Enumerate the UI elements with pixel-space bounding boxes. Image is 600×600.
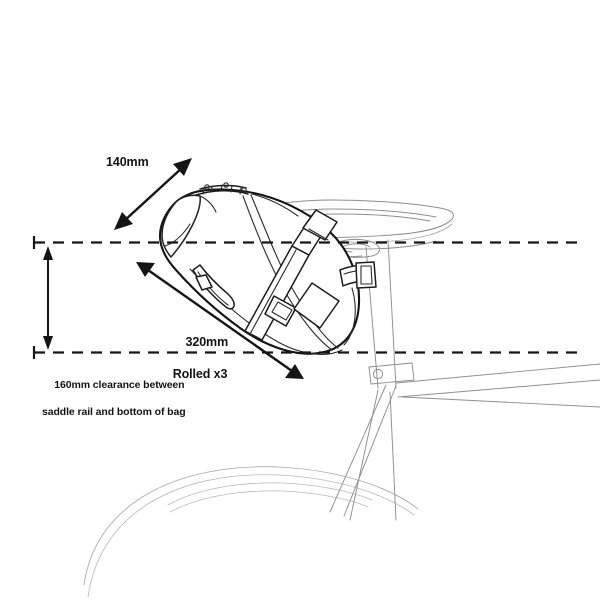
reference-lines [32, 236, 579, 359]
clearance-note-line2: saddle rail and bottom of bag [42, 406, 186, 419]
clearance-note-label: 160mm clearance between saddle rail and … [42, 366, 186, 447]
bag-reflector-patch [293, 282, 340, 329]
clearance-dimension-arrow [43, 246, 53, 350]
bag-seatpost-strap [339, 261, 377, 289]
bag-side-strap [192, 264, 235, 310]
length-dimension-value: 320mm [185, 335, 229, 349]
length-dimension-arrow [136, 262, 304, 379]
bag-roll-clamp [195, 182, 249, 196]
rear-wheel [83, 466, 419, 598]
height-dimension-arrow [114, 158, 192, 230]
length-dimension-note: Rolled x3 [172, 367, 228, 381]
height-dimension-label: 140mm [106, 155, 149, 169]
clearance-note-line1: 160mm clearance between [54, 379, 185, 392]
bag-strap [244, 209, 338, 341]
length-dimension-label: 320mm Rolled x3 [172, 318, 228, 414]
top-tube [395, 363, 600, 408]
seat-clamp [368, 362, 415, 385]
seat-tube-lower [349, 389, 397, 521]
seat-stay [329, 384, 397, 517]
saddle-bag [158, 182, 377, 355]
bag-top-attachment [251, 193, 299, 217]
